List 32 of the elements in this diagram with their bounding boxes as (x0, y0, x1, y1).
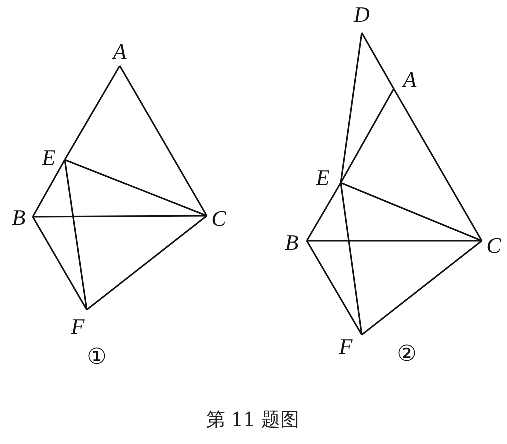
figure-number: ① (87, 347, 107, 369)
line-segment (119, 66, 208, 216)
line-segment (64, 159, 208, 217)
point-label: A (403, 69, 417, 91)
line-segment (340, 182, 482, 242)
line-segment (361, 32, 395, 90)
line-segment (340, 88, 395, 184)
point-label: C (486, 235, 502, 257)
line-segment (393, 88, 483, 242)
line-segment (307, 240, 482, 242)
line-segment (64, 160, 88, 310)
line-segment (362, 240, 482, 336)
point-label: A (113, 41, 127, 63)
point-label: E (316, 167, 330, 189)
figure-number: ② (397, 344, 417, 366)
line-segment (86, 215, 208, 311)
line-segment (306, 240, 363, 336)
line-segment (32, 216, 88, 310)
line-segment (340, 182, 363, 336)
line-segment (64, 66, 121, 160)
point-label: B (12, 207, 26, 229)
point-label: F (339, 336, 353, 358)
line-segment (340, 32, 363, 184)
caption: 第 11 题图 (206, 409, 300, 431)
point-label: E (42, 147, 56, 169)
line-segment (33, 215, 207, 218)
point-label: F (71, 316, 85, 338)
point-label: C (212, 208, 226, 230)
point-label: D (354, 4, 370, 26)
point-label: B (285, 232, 299, 254)
line-segment (32, 160, 66, 218)
line-segment (306, 182, 342, 242)
